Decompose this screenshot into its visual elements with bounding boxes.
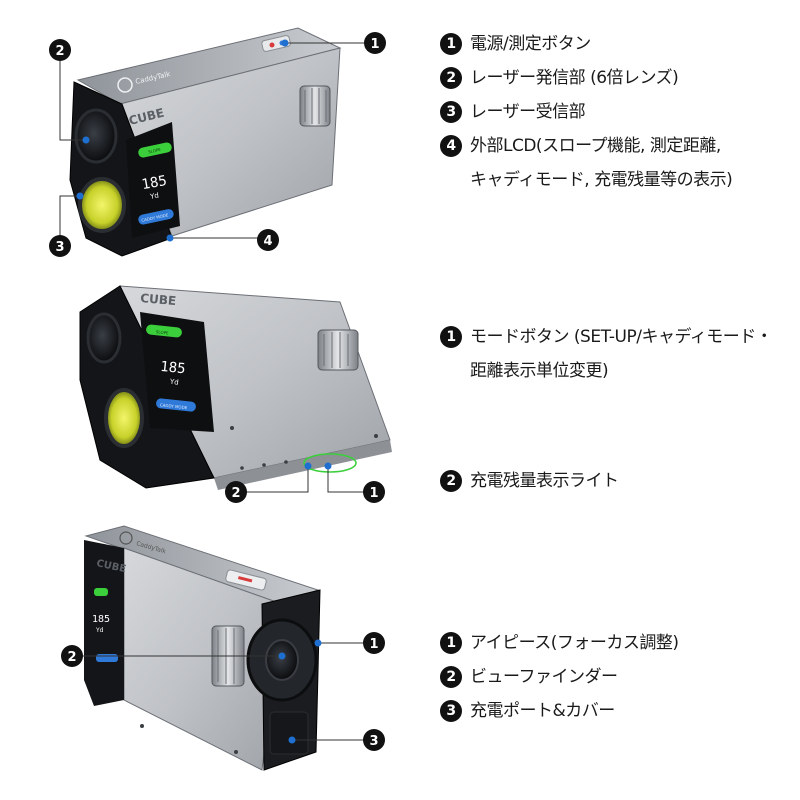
brand-logo-icon bbox=[117, 77, 133, 93]
device-side-view: SLOPE 185 Yd CADDY MODE CUBE bbox=[79, 285, 392, 490]
legend-number: 3 bbox=[440, 101, 462, 123]
legend-text-continuation: 距離表示単位変更) bbox=[470, 361, 609, 381]
callout-badge bbox=[364, 32, 386, 54]
laser-receiver-lens bbox=[78, 177, 126, 233]
callout-badge bbox=[61, 645, 83, 667]
lcd-value: 185 bbox=[140, 173, 168, 193]
callout-number: 2 bbox=[55, 44, 64, 59]
callout-number: 1 bbox=[369, 486, 378, 501]
callout-badge bbox=[363, 729, 385, 751]
slope-button bbox=[146, 324, 182, 338]
brand-logo-icon bbox=[119, 531, 133, 545]
legend-text: レーザー発信部 (6倍レンズ) bbox=[470, 68, 679, 88]
caddy-mode-button bbox=[96, 654, 118, 662]
mode-button bbox=[303, 453, 357, 473]
legend-number: 1 bbox=[440, 326, 462, 348]
legend-text: ビューファインダー bbox=[470, 667, 618, 687]
model-text: CUBE bbox=[140, 291, 177, 308]
callout-number: 3 bbox=[369, 734, 378, 749]
laser-receiver-lens bbox=[104, 388, 144, 448]
callout-badge bbox=[363, 632, 385, 654]
legend-text-continuation: キャディモード, 充電残量等の表示) bbox=[470, 170, 733, 190]
laser-emitter-lens bbox=[74, 108, 118, 164]
caddy-mode-button-label: CADDY MODE bbox=[160, 402, 188, 410]
slope-button-label: SLOPE bbox=[148, 147, 162, 155]
legend-number: 3 bbox=[440, 700, 462, 722]
callout-badge bbox=[49, 235, 71, 257]
device-rear-view: 185 Yd CaddyTalk CUBE bbox=[84, 525, 321, 771]
callout-badge bbox=[225, 481, 247, 503]
legend-item: 4 外部LCD(スロープ機能, 測定距離, bbox=[440, 129, 732, 163]
charging-port-cover bbox=[269, 711, 309, 755]
lcd-value: 185 bbox=[92, 614, 110, 625]
callout-number: 3 bbox=[55, 240, 64, 255]
callouts-section-1 bbox=[59, 42, 368, 246]
slope-button-label: SLOPE bbox=[156, 329, 170, 335]
legend-section-1: 1 電源/測定ボタン 2 レーザー発信部 (6倍レンズ) 3 レーザー受信部 4… bbox=[440, 27, 733, 197]
legend-item: 1 アイピース(フォーカス調整) bbox=[440, 626, 679, 660]
legend-text: 充電ポート&カバー bbox=[470, 701, 615, 721]
caddy-mode-button bbox=[138, 209, 174, 225]
legend-text: モードボタン (SET-UP/キャディモード・ bbox=[470, 327, 773, 347]
legend-text: 充電残量表示ライト bbox=[470, 471, 619, 491]
legend-number: 2 bbox=[440, 67, 462, 89]
lcd-value: 185 bbox=[159, 359, 186, 378]
callout-number: 4 bbox=[263, 234, 272, 249]
callout-number: 2 bbox=[231, 486, 240, 501]
callout-badge bbox=[257, 229, 279, 251]
callout-badge bbox=[49, 39, 71, 61]
callouts-section-2 bbox=[245, 466, 368, 493]
legend-item: 2 充電残量表示ライト bbox=[440, 464, 619, 498]
lcd-unit: Yd bbox=[169, 378, 180, 387]
legend-text: アイピース(フォーカス調整) bbox=[470, 633, 679, 653]
legend-text: レーザー受信部 bbox=[470, 102, 586, 122]
caddy-mode-button-label: CADDY MODE bbox=[141, 212, 169, 223]
legend-text: 電源/測定ボタン bbox=[470, 34, 591, 54]
slope-button bbox=[138, 142, 172, 158]
device-front-view: SLOPE 185 Yd CADDY MODE CaddyTalk CUBE bbox=[69, 27, 342, 257]
legend-number: 4 bbox=[440, 135, 462, 157]
legend-text: 外部LCD(スロープ機能, 測定距離, bbox=[470, 136, 721, 156]
power-button bbox=[261, 35, 291, 52]
legend-number: 2 bbox=[440, 470, 462, 492]
lcd-unit: Yd bbox=[95, 627, 104, 634]
viewfinder-lens bbox=[265, 639, 299, 681]
legend-number: 1 bbox=[440, 632, 462, 654]
laser-emitter-lens bbox=[86, 312, 122, 364]
lcd-unit: Yd bbox=[149, 191, 160, 201]
slope-button bbox=[94, 588, 108, 596]
callout-number: 2 bbox=[67, 650, 76, 665]
legend-item: 3 充電ポート&カバー bbox=[440, 694, 679, 728]
focus-wheel bbox=[299, 85, 331, 127]
legend-item: 2 ビューファインダー bbox=[440, 660, 679, 694]
legend-item: 3 レーザー受信部 bbox=[440, 95, 732, 129]
callout-number: 1 bbox=[370, 37, 379, 52]
callouts-section-3 bbox=[82, 642, 368, 741]
callout-badge bbox=[363, 481, 385, 503]
legend-section-3: 1 アイピース(フォーカス調整) 2 ビューファインダー 3 充電ポート&カバー bbox=[440, 626, 679, 728]
callout-number: 1 bbox=[369, 637, 378, 652]
legend-item: 2 レーザー発信部 (6倍レンズ) bbox=[440, 61, 732, 95]
legend-section-2: 1 モードボタン (SET-UP/キャディモード・ 距離表示単位変更) bbox=[440, 320, 773, 388]
legend-number: 1 bbox=[440, 33, 462, 55]
legend-section-2b: 2 充電残量表示ライト bbox=[440, 464, 619, 498]
caddy-mode-button bbox=[156, 398, 196, 412]
legend-item: 1 電源/測定ボタン bbox=[440, 27, 732, 61]
legend-item: 1 モードボタン (SET-UP/キャディモード・ bbox=[440, 320, 773, 354]
legend-number: 2 bbox=[440, 666, 462, 688]
